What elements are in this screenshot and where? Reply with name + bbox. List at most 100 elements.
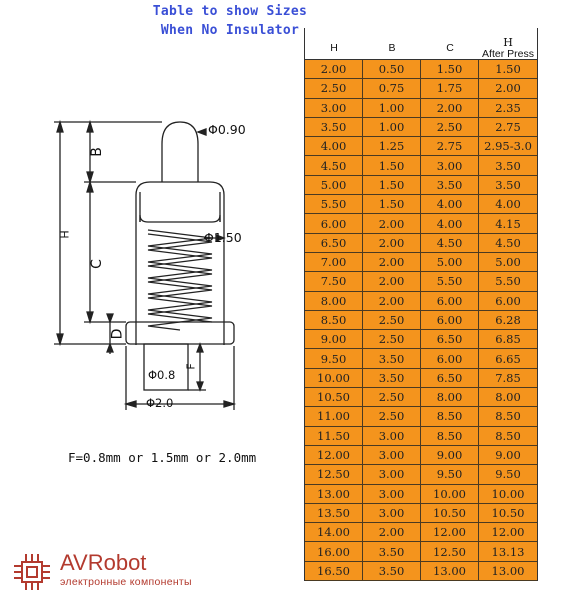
cell-c: 13.00 <box>421 561 479 582</box>
cell-c: 8.50 <box>421 407 479 427</box>
cell-b: 1.50 <box>363 195 421 215</box>
dim-f-label: F <box>184 363 198 370</box>
cell-h: 4.00 <box>305 137 363 157</box>
cell-h: 11.00 <box>305 407 363 427</box>
cell-b: 3.00 <box>363 445 421 466</box>
cell-h-after-press: 8.00 <box>479 388 537 408</box>
cell-c: 4.00 <box>421 195 479 215</box>
cell-c: 9.00 <box>421 445 479 466</box>
cell-h: 8.00 <box>305 291 363 311</box>
cell-h: 2.00 <box>305 60 363 80</box>
cell-h-after-press: 9.00 <box>479 445 537 466</box>
cell-b: 1.50 <box>363 175 421 196</box>
cell-b: 2.00 <box>363 291 421 311</box>
cell-h: 2.50 <box>305 79 363 99</box>
avrobot-logo: AVRobot электронные компоненты <box>12 552 192 592</box>
cell-h-after-press: 3.50 <box>479 175 537 196</box>
pin-body <box>135 181 225 345</box>
cell-h-after-press: 2.95-3.0 <box>479 137 537 157</box>
cell-h: 5.50 <box>305 195 363 215</box>
cell-h-after-press: 4.50 <box>479 233 537 253</box>
cell-h-after-press: 7.85 <box>479 368 537 389</box>
cell-c: 6.50 <box>421 330 479 350</box>
cell-h: 13.00 <box>305 484 363 504</box>
pogo-pin-svg <box>54 119 237 410</box>
dim-d-label: D <box>109 328 126 340</box>
cell-b: 1.50 <box>363 156 421 176</box>
cell-h: 8.50 <box>305 310 363 331</box>
cell-b: 2.50 <box>363 407 421 427</box>
cell-h-after-press: 6.65 <box>479 349 537 369</box>
table-title-line2: When No Insulator <box>160 23 300 38</box>
cell-h-after-press: 2.35 <box>479 98 537 118</box>
cell-h-after-press: 1.50 <box>479 60 537 80</box>
cell-b: 1.25 <box>363 137 421 157</box>
cell-h: 16.50 <box>305 561 363 582</box>
cell-h: 4.50 <box>305 156 363 176</box>
cell-h: 10.00 <box>305 368 363 389</box>
cell-c: 12.00 <box>421 523 479 543</box>
cell-c: 2.50 <box>421 117 479 138</box>
cell-h-after-press: 6.28 <box>479 310 537 331</box>
logo-tagline: электронные компоненты <box>60 576 192 588</box>
cell-c: 2.75 <box>421 137 479 157</box>
cell-h-after-press: 10.50 <box>479 503 537 524</box>
cell-h: 16.00 <box>305 542 363 562</box>
cell-c: 6.50 <box>421 368 479 389</box>
cell-b: 0.75 <box>363 79 421 99</box>
cell-c: 12.50 <box>421 542 479 562</box>
chip-icon <box>14 554 50 590</box>
cell-b: 3.50 <box>363 349 421 369</box>
cell-c: 5.50 <box>421 272 479 292</box>
tip-diameter-label: Φ0.90 <box>208 122 246 137</box>
cell-c: 4.00 <box>421 214 479 234</box>
body-diameter-label: Φ1.50 <box>204 230 242 245</box>
cell-h-after-press: 6.85 <box>479 330 537 350</box>
cell-b: 3.50 <box>363 368 421 389</box>
cell-c: 10.00 <box>421 484 479 504</box>
cell-c: 4.50 <box>421 233 479 253</box>
cell-b: 3.00 <box>363 465 421 485</box>
cell-h-after-press: 10.00 <box>479 484 537 504</box>
cell-h-after-press: 8.50 <box>479 426 537 446</box>
table-header-row: H B C H After Press <box>305 28 537 60</box>
cell-b: 3.00 <box>363 426 421 446</box>
cell-h-after-press: 3.50 <box>479 156 537 176</box>
cell-h-after-press: 13.13 <box>479 542 537 562</box>
cell-b: 0.50 <box>363 60 421 80</box>
pogo-pin-drawing: Φ0.90 Φ1.50 B C H D F Φ0.8 Φ2.0 <box>40 110 270 424</box>
cell-h: 14.00 <box>305 523 363 543</box>
f-options-text: F=0.8mm or 1.5mm or 2.0mm <box>68 450 257 465</box>
cell-b: 3.50 <box>363 561 421 582</box>
pin-diameter-label: Φ0.8 <box>148 368 176 382</box>
header-h-after-press: H After Press <box>479 28 537 60</box>
cell-b: 1.00 <box>363 117 421 138</box>
cell-h: 9.50 <box>305 349 363 369</box>
cell-h-after-press: 5.50 <box>479 272 537 292</box>
cell-h-after-press: 8.50 <box>479 407 537 427</box>
bottom-pin <box>143 343 189 391</box>
dim-c-label: C <box>88 259 105 269</box>
cell-h: 3.00 <box>305 98 363 118</box>
cell-b: 2.50 <box>363 330 421 350</box>
cell-h: 7.50 <box>305 272 363 292</box>
header-c: C <box>421 28 479 60</box>
